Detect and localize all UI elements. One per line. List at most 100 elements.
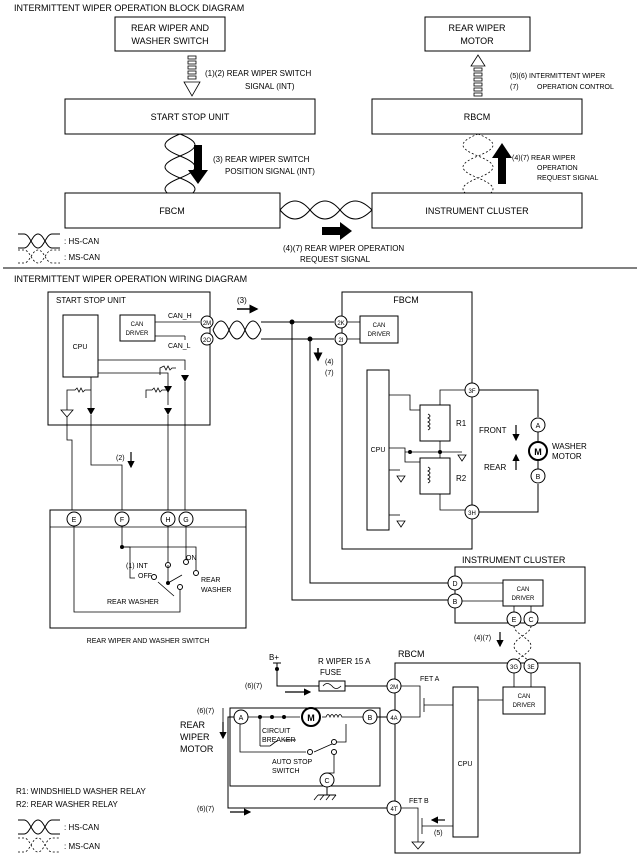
- block-rear-motor-box: [424, 16, 531, 52]
- washer-motor-symbol: [528, 441, 548, 461]
- wiring-diagram: INTERMITTENT WIPER OPERATION WIRING DIAG…: [14, 274, 587, 854]
- block-sig12-line1: (1)(2) REAR WIPER SWITCH: [205, 69, 311, 78]
- relay-r1: [419, 404, 451, 442]
- block-cluster-box: [371, 192, 583, 229]
- arrow-switch-to-ssu: [183, 55, 201, 97]
- wiring-cluster-can-driver: [502, 579, 544, 607]
- switch-rear-washer-left: REAR WASHER: [107, 599, 159, 606]
- block-sig47r-line3: REQUEST SIGNAL: [537, 175, 598, 182]
- r1-note: R1: WINDSHIELD WASHER RELAY: [16, 787, 146, 796]
- wiring-ssu-can-driver: [119, 314, 156, 342]
- hs-can-ssu-fbcm: [164, 133, 196, 201]
- rear-wiper-motor-line1: REAR: [180, 720, 206, 730]
- block-sig567-line1: (5)(6) INTERMITTENT WIPER: [510, 73, 605, 80]
- wiring-rbcm-can-driver: [502, 686, 546, 715]
- block-legend-ms: : MS-CAN: [64, 253, 100, 262]
- wiring-cluster-label: INSTRUMENT CLUSTER: [462, 555, 566, 565]
- terminal-3e-label: 3E: [527, 665, 534, 671]
- diode-2: [181, 375, 189, 382]
- wiring-cluster-can-1: CAN: [517, 587, 530, 593]
- wiring-sig47-cluster: (4)(7): [474, 635, 491, 642]
- block-rbcm-box: [371, 98, 583, 135]
- wiring-rbcm-cpu-label: CPU: [458, 761, 473, 768]
- circuit-breaker-1: CIRCUIT: [262, 728, 291, 735]
- terminal-c-cluster-label: C: [528, 617, 533, 624]
- block-sig3-line2: POSITION SIGNAL (INT): [225, 167, 315, 176]
- terminal-4t-label: 4T: [390, 807, 397, 813]
- wiring-rbcm-label: RBCM: [398, 649, 425, 659]
- washer-motor-m: M: [534, 447, 542, 457]
- wiring-rear-switch-box: [49, 509, 247, 629]
- wiring-ssu-can-2: DRIVER: [126, 331, 149, 337]
- r2-note: R2: REAR WASHER RELAY: [16, 800, 118, 809]
- wiring-fet-a: FET A: [420, 676, 440, 683]
- wiring-sig3: (3): [237, 296, 247, 305]
- wiring-legend-hs-symbol: [18, 819, 60, 835]
- block-legend-hs: : HS-CAN: [64, 237, 99, 246]
- washer-motor-line1: WASHER: [552, 442, 587, 451]
- block-rear-switch-line2: WASHER SWITCH: [131, 36, 208, 46]
- block-fbcm-label: FBCM: [159, 206, 185, 216]
- switch-rear-washer-r1: REAR: [201, 577, 220, 584]
- arrow-ssu-to-fbcm: [188, 145, 208, 184]
- arrow-rbcm-to-motor: [470, 54, 486, 97]
- wiring-ssu-cpu: [62, 314, 99, 378]
- diode-1: [164, 386, 172, 393]
- wiring-fbcm-can-2: DRIVER: [368, 332, 391, 338]
- terminal-3g-label: 3G: [510, 665, 518, 671]
- switch-rear-washer-r2: WASHER: [201, 587, 231, 594]
- terminal-b-washer-label: B: [536, 474, 541, 481]
- block-diagram-title: INTERMITTENT WIPER OPERATION BLOCK DIAGR…: [14, 3, 244, 13]
- wiring-legend-ms: : MS-CAN: [64, 842, 100, 851]
- block-rear-motor-line2: MOTOR: [460, 36, 494, 46]
- wiring-fuse-1: R WIPER 15 A: [318, 657, 371, 666]
- block-sig567-line2: (7): [510, 84, 519, 91]
- block-cluster-label: INSTRUMENT CLUSTER: [425, 206, 529, 216]
- wiring-sig2: (2): [116, 455, 125, 462]
- rear-wiper-motor-line2: WIPER: [180, 732, 210, 742]
- block-sig47r-line2: OPERATION: [537, 165, 578, 172]
- wiring-fbcm-cpu: [366, 369, 390, 531]
- diode-3: [87, 408, 95, 415]
- wiring-can-l: CAN_L: [168, 343, 191, 350]
- wiring-fbcm-can-driver: [359, 315, 399, 344]
- wiring-sig67c: (6)(7): [197, 806, 214, 813]
- terminal-2i-label: 2I: [338, 338, 343, 344]
- block-start-stop-label: START STOP UNIT: [151, 112, 230, 122]
- terminal-f-switch-label: F: [120, 517, 124, 524]
- hs-can-wiring-ssu-fbcm: [212, 320, 334, 340]
- terminal-d-cluster-label: D: [452, 581, 457, 588]
- wiring-rbcm-box: [394, 662, 581, 854]
- wiring-diagram-title: INTERMITTENT WIPER OPERATION WIRING DIAG…: [14, 274, 247, 284]
- wiring-fet-b: FET B: [409, 798, 429, 805]
- block-sig567-line3: OPERATION CONTROL: [537, 84, 614, 91]
- wiring-can-h: CAN_H: [168, 313, 192, 320]
- terminal-2m: [200, 315, 214, 329]
- terminal-h-switch-label: H: [165, 517, 170, 524]
- wiring-rbcm-cpu: [452, 686, 479, 838]
- terminal-2o: [200, 332, 214, 346]
- wiring-cluster-can-2: DRIVER: [512, 596, 535, 602]
- block-rear-switch-line1: REAR WIPER AND: [131, 23, 210, 33]
- terminal-c-rear-motor-label: C: [324, 778, 329, 785]
- wiring-ssu-can-1: CAN: [131, 322, 144, 328]
- rear-wiper-motor-symbol: [301, 707, 321, 727]
- circuit-breaker-2: BREAKER: [262, 737, 295, 744]
- wiring-sig47a: (4): [325, 359, 334, 366]
- arrow-fbcm-to-cluster: [322, 222, 352, 240]
- wiring-ssu-label: START STOP UNIT: [56, 296, 126, 305]
- auto-stop-1: AUTO STOP: [272, 759, 313, 766]
- wiring-rear-switch-caption: REAR WIPER AND WASHER SWITCH: [87, 638, 210, 645]
- wiring-fbcm-can-1: CAN: [373, 323, 386, 329]
- hs-can-fbcm-cluster: [279, 200, 373, 220]
- relay-r2-label: R2: [456, 474, 467, 483]
- terminal-3h-label: 3H: [468, 511, 476, 517]
- rear-wiper-motor-line3: MOTOR: [180, 744, 214, 754]
- terminal-2k-label: 2K: [337, 321, 344, 327]
- wiring-rbcm-can-2: DRIVER: [513, 703, 536, 709]
- switch-off-label: OFF: [138, 573, 152, 580]
- wiring-ssu-cpu-label: CPU: [73, 344, 88, 351]
- wiring-sig67a: (6)(7): [245, 683, 262, 690]
- diode-4: [164, 408, 172, 415]
